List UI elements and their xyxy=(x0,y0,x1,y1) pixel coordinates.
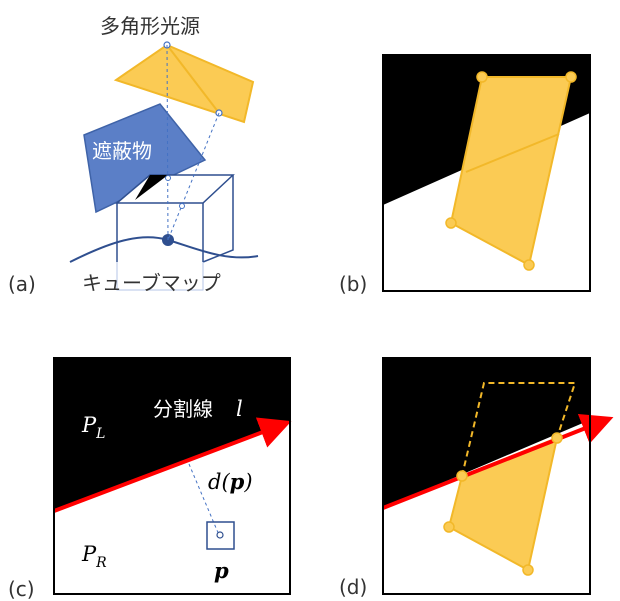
occluder xyxy=(83,103,207,214)
occluded-region xyxy=(54,358,290,511)
point-p xyxy=(216,531,224,539)
removed-light-part xyxy=(461,382,577,477)
light-vertex xyxy=(522,564,534,576)
point-cell xyxy=(206,521,235,550)
light-vertex xyxy=(523,259,535,271)
distance-line xyxy=(188,463,220,536)
intersection-vertex xyxy=(456,470,468,482)
cube-bottom-faint xyxy=(116,262,204,291)
panel-b: (b) xyxy=(339,54,591,296)
light-vertex xyxy=(443,521,455,533)
panel-b-label: (b) xyxy=(339,272,367,296)
panel-c-frame xyxy=(53,357,291,595)
occluded-region xyxy=(383,358,590,508)
panel-d-frame xyxy=(382,357,591,595)
distance-label: d(p) xyxy=(208,469,253,494)
light-vertex xyxy=(445,217,457,229)
light-vertex xyxy=(476,71,488,83)
projection-line xyxy=(166,44,169,241)
split-line-label: 分割線 xyxy=(153,397,213,421)
panel-a: 多角形光源 遮蔽物 (a) キューブマップ xyxy=(8,14,259,296)
panel-b-frame xyxy=(382,54,591,292)
point-label: p xyxy=(214,558,229,583)
projected-vertex xyxy=(165,175,171,181)
split-line xyxy=(382,413,614,510)
light-diagonal xyxy=(166,44,220,114)
occluder-label: 遮蔽物 xyxy=(92,139,152,163)
light-vertex xyxy=(565,71,577,83)
right-region-label: PR xyxy=(81,542,107,571)
split-line-symbol: l xyxy=(236,397,243,421)
panel-d-label: (d) xyxy=(339,575,367,599)
shading-point xyxy=(162,234,174,246)
intersection-vertex xyxy=(551,432,563,444)
projection-line xyxy=(167,112,220,241)
left-region-label: PL xyxy=(81,413,105,442)
split-on-light xyxy=(465,133,560,173)
polygon-light-source xyxy=(113,43,255,124)
panel-c-label: (c) xyxy=(8,577,35,601)
split-line xyxy=(53,417,292,513)
panel-c: 分割線 l PL PR d(p) p (c) xyxy=(8,357,292,601)
cube-shadow xyxy=(135,175,168,200)
panel-a-label: (a) xyxy=(8,272,36,296)
panel-d: (d) xyxy=(339,357,614,599)
projected-vertex xyxy=(179,203,185,209)
light-source-label: 多角形光源 xyxy=(100,14,200,38)
cubemap-label: キューブマップ xyxy=(82,271,221,295)
cube-edge xyxy=(202,175,234,263)
